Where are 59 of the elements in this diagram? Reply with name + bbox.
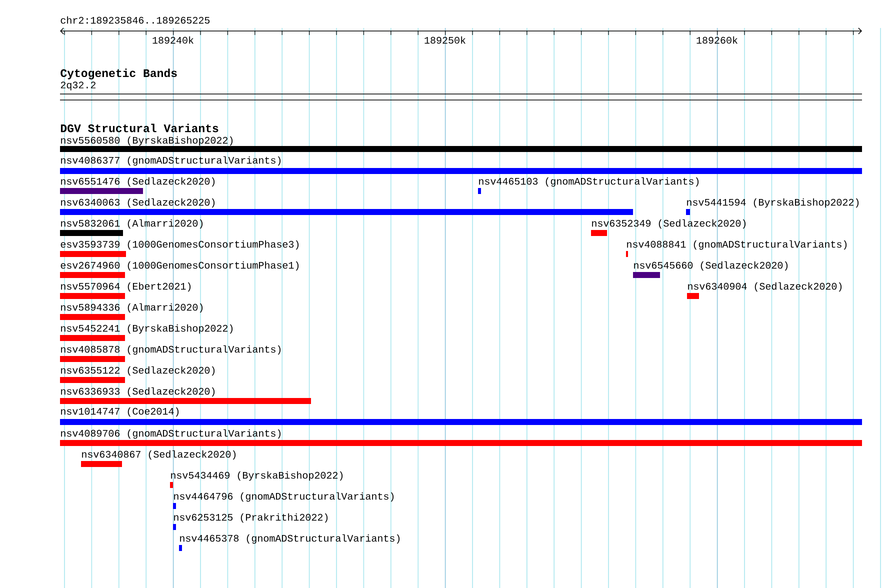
variant-feature: nsv5570964 (Ebert2021) (60, 282, 191, 299)
variant-feature: nsv6355122 (Sedlazeck2020) (60, 366, 215, 383)
node-label: nsv6340063 (Sedlazeck2020) (61, 198, 215, 208)
variant-feature: nsv5560580 (ByrskaBishop2022) (60, 136, 862, 152)
variant-feature: nsv6545660 (Sedlazeck2020) (633, 261, 788, 278)
variant-feature: nsv4085878 (gnomADStructuralVariants) (60, 345, 281, 362)
variant-feature: esv2674960 (1000GenomesConsortiumPhase1) (60, 261, 299, 278)
track-title: DGV Structural Variants (60, 124, 218, 132)
variant-feature: nsv5832061 (Almarri2020) (60, 219, 203, 236)
variant-feature: nsv4465378 (gnomADStructuralVariants) (179, 534, 400, 551)
variant-feature: nsv4086377 (gnomADStructuralVariants) (60, 156, 862, 174)
node-label: nsv4464796 (gnomADStructuralVariants) (174, 492, 394, 502)
scale-label: 189240k (152, 36, 194, 44)
node-label: nsv6340867 (Sedlazeck2020) (82, 450, 236, 460)
variant-feature: nsv5452241 (ByrskaBishop2022) (60, 324, 233, 341)
node-label: nsv6545660 (Sedlazeck2020) (634, 261, 788, 271)
variant-feature: nsv4465103 (gnomADStructuralVariants) (478, 177, 699, 194)
variant-feature: nsv5434469 (ByrskaBishop2022) (170, 471, 343, 488)
node-label: esv3593739 (1000GenomesConsortiumPhase3) (60, 240, 299, 250)
variant-feature: nsv6352349 (Sedlazeck2020) (591, 219, 746, 236)
variant-feature: esv3593739 (1000GenomesConsortiumPhase3) (60, 240, 299, 257)
node-label: nsv6551476 (Sedlazeck2020) (61, 177, 215, 187)
node-label: nsv5434469 (ByrskaBishop2022) (171, 471, 343, 481)
variant-feature: nsv6340867 (Sedlazeck2020) (81, 450, 236, 467)
scale-label: 189260k (696, 36, 738, 44)
node-label: nsv4086377 (gnomADStructuralVariants) (61, 156, 281, 166)
node-label: nsv4085878 (gnomADStructuralVariants) (61, 345, 281, 355)
node-label: nsv5560580 (ByrskaBishop2022) (61, 136, 233, 146)
node-label: nsv1014747 (Coe2014) (61, 407, 179, 417)
node-label: nsv6355122 (Sedlazeck2020) (61, 366, 215, 376)
node-label: nsv6253125 (Prakrithi2022) (174, 513, 328, 523)
node-label: nsv6352349 (Sedlazeck2020) (592, 219, 746, 229)
band-label: 2q32.2 (60, 82, 96, 90)
variant-feature: nsv4464796 (gnomADStructuralVariants) (173, 492, 394, 509)
variant-feature: nsv5894336 (Almarri2020) (60, 303, 203, 320)
variant-feature: nsv4088841 (gnomADStructuralVariants) (626, 240, 847, 257)
node-label: nsv6336933 (Sedlazeck2020) (61, 387, 215, 397)
variant-feature: nsv6336933 (Sedlazeck2020) (60, 387, 311, 404)
node-label: nsv5452241 (ByrskaBishop2022) (61, 324, 233, 334)
variant-feature: nsv6551476 (Sedlazeck2020) (60, 177, 215, 194)
node-label: nsv5441594 (ByrskaBishop2022) (687, 198, 859, 208)
variant-feature: nsv6253125 (Prakrithi2022) (173, 513, 328, 530)
node-label: nsv4089706 (gnomADStructuralVariants) (61, 429, 281, 439)
node-label: nsv5832061 (Almarri2020) (61, 219, 203, 229)
locus-label: chr2:189235846..189265225 (60, 16, 210, 24)
variant-feature: nsv1014747 (Coe2014) (60, 407, 862, 425)
variant-feature: nsv4089706 (gnomADStructuralVariants) (60, 429, 862, 446)
variant-feature: nsv6340063 (Sedlazeck2020) (60, 198, 634, 215)
variant-feature: nsv5441594 (ByrskaBishop2022) (686, 198, 859, 215)
node-label: esv2674960 (1000GenomesConsortiumPhase1) (60, 261, 299, 271)
node-label: nsv4465378 (gnomADStructuralVariants) (180, 534, 400, 544)
variant-feature: nsv6340904 (Sedlazeck2020) (687, 282, 842, 299)
node-label: nsv4088841 (gnomADStructuralVariants) (627, 240, 847, 250)
node-label: nsv6340904 (Sedlazeck2020) (688, 282, 842, 292)
track-title: Cytogenetic Bands (60, 68, 177, 80)
node-label: nsv4465103 (gnomADStructuralVariants) (479, 177, 699, 187)
node-label: nsv5894336 (Almarri2020) (61, 303, 203, 313)
scale-label: 189250k (424, 36, 466, 44)
node-label: nsv5570964 (Ebert2021) (61, 282, 191, 292)
